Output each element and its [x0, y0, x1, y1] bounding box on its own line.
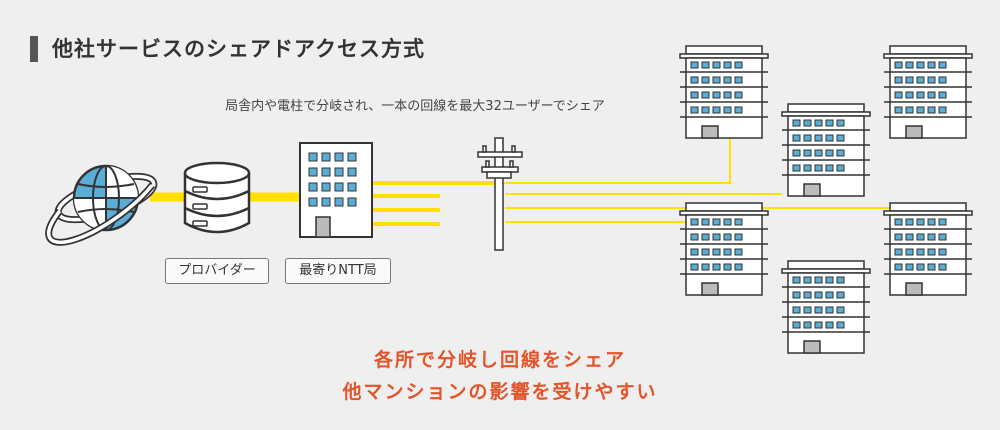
globe-icon: [45, 164, 158, 246]
apartment-building-icon: [679, 45, 769, 139]
apartment-building-icon: [781, 260, 871, 354]
branch-line-1: [500, 139, 731, 184]
utility-pole-icon: [477, 137, 523, 251]
apartment-building-icon: [883, 45, 973, 139]
server-icon: [183, 161, 251, 234]
apartment-building-icon: [781, 103, 871, 197]
provider-label: プロバイダー: [165, 258, 269, 284]
apartment-building-icon: [883, 202, 973, 296]
diagram-title: 他社サービスのシェアドアクセス方式: [52, 37, 425, 61]
conclusion-line-1: 各所で分岐し回線をシェア: [373, 349, 626, 371]
office-building-icon: [299, 142, 373, 238]
title-accent-bar: [30, 36, 38, 62]
ntt-office-label: 最寄りNTT局: [285, 258, 391, 284]
conclusion-line-2: 他マンションの影響を受けやすい: [342, 381, 658, 403]
apartment-building-icon: [679, 202, 769, 296]
split-caption: 局舎内や電柱で分岐され、一本の回線を最大32ユーザーでシェア: [225, 99, 605, 114]
